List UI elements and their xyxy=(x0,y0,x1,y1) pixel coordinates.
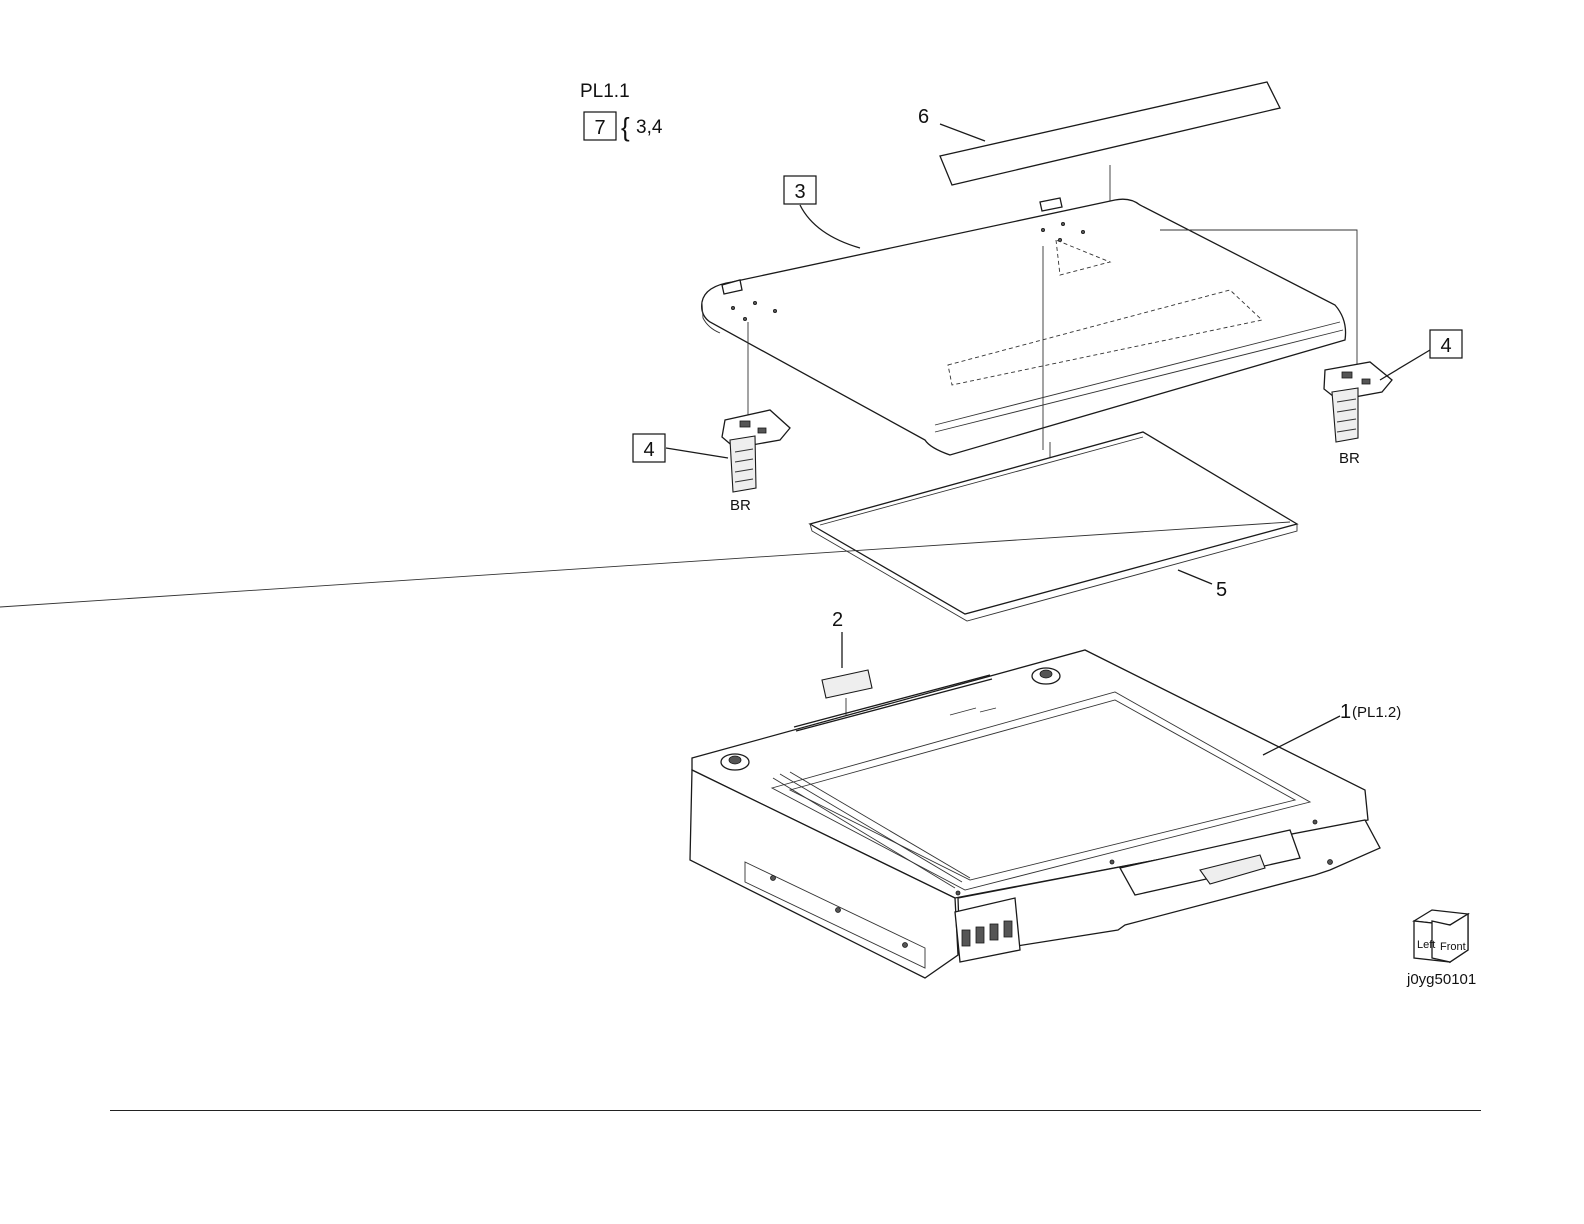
part-1-scanner: 1 (PL1.2) xyxy=(690,650,1401,978)
figure-id: j0yg50101 xyxy=(1406,971,1476,988)
orientation-left: Left xyxy=(1417,939,1435,951)
orientation-cube-icon: Left Front xyxy=(1414,910,1468,962)
part-4-hinge-right: 4 BR xyxy=(1324,330,1462,467)
callout-4-left: 4 xyxy=(643,439,654,461)
callout-1-ref: (PL1.2) xyxy=(1352,704,1401,721)
br-label-left: BR xyxy=(730,497,751,514)
callout-4-right: 4 xyxy=(1440,335,1451,357)
kit-item-list: 3,4 xyxy=(636,117,663,138)
plate-header: PL1.1 7 { 3,4 xyxy=(580,81,663,142)
callout-3: 3 xyxy=(794,181,805,203)
callout-6: 6 xyxy=(918,106,929,128)
br-label-right: BR xyxy=(1339,450,1360,467)
callout-5: 5 xyxy=(1216,579,1227,601)
part-4-hinge-left: 4 BR xyxy=(633,410,790,514)
callout-2: 2 xyxy=(832,609,843,631)
kit-brace-icon: { xyxy=(621,112,630,142)
plate-number: PL1.1 xyxy=(580,81,630,102)
kit-box-number: 7 xyxy=(594,117,605,139)
footer-rule xyxy=(110,1110,1481,1111)
orientation-front: Front xyxy=(1440,941,1466,953)
callout-1: 1 xyxy=(1340,701,1351,723)
